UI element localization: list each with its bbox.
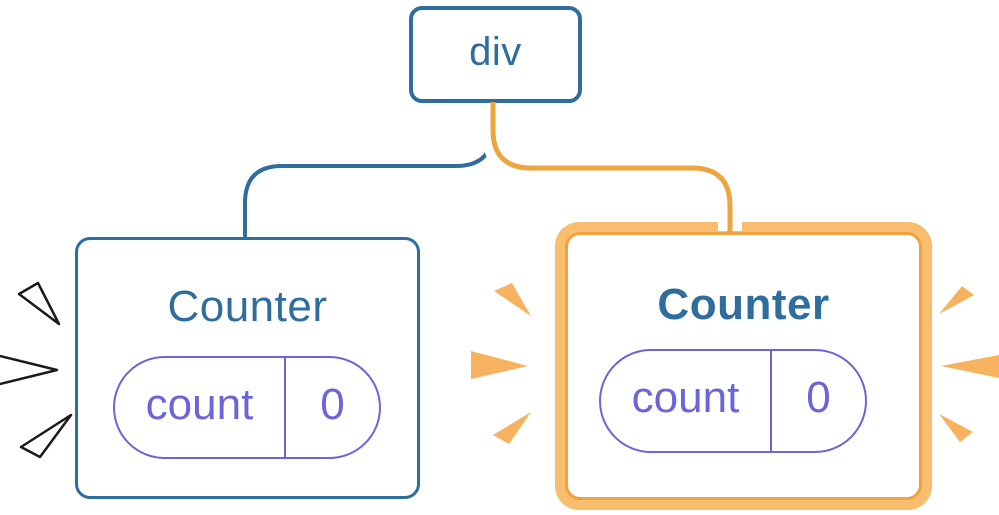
burst-sparkle-icon xyxy=(0,354,59,386)
burst-sparkle-icon xyxy=(493,412,531,444)
burst-sparkle-icon xyxy=(17,281,61,326)
right-counter-highlight-ring: Counter count 0 xyxy=(555,222,932,510)
burst-sparkle-icon xyxy=(939,414,973,442)
root-div-node-label: div xyxy=(469,30,522,74)
left-state-key: count xyxy=(115,358,286,457)
root-div-node: div xyxy=(409,6,582,103)
burst-sparkle-icon xyxy=(939,286,974,314)
right-counter-card: Counter count 0 xyxy=(565,232,922,500)
blue-connector-line xyxy=(243,101,495,238)
right-counter-title: Counter xyxy=(657,280,830,329)
right-orange-sparkles xyxy=(939,286,999,442)
left-counter-card: Counter count 0 xyxy=(75,237,420,499)
right-state-key: count xyxy=(601,351,772,451)
right-state-pill: count 0 xyxy=(599,349,867,453)
orange-connector-line xyxy=(490,102,733,235)
burst-sparkle-icon xyxy=(941,354,999,378)
burst-sparkle-icon xyxy=(471,351,528,379)
left-counter-title: Counter xyxy=(167,282,328,331)
burst-sparkle-icon xyxy=(19,413,73,459)
orange-connector-casing xyxy=(481,103,742,231)
burst-sparkle-icon xyxy=(494,283,531,316)
left-state-pill: count 0 xyxy=(113,356,381,459)
center-orange-sparkles xyxy=(471,283,531,444)
right-state-value: 0 xyxy=(806,373,831,422)
left-white-sparkles xyxy=(0,281,73,459)
left-state-value: 0 xyxy=(320,379,345,429)
